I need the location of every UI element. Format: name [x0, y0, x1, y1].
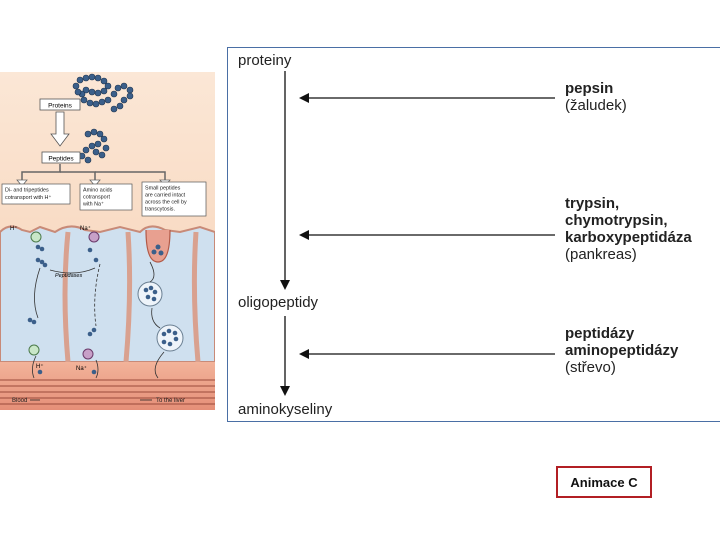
box2-line3: with Na⁺ [82, 202, 104, 208]
enzyme-source: (žaludek) [565, 97, 627, 114]
aminokyseliny-label: aminokyseliny [238, 401, 333, 418]
box3-line4: transcytosis. [145, 207, 175, 213]
na-bottom-label: Na⁺ [76, 365, 87, 372]
box3-line3: across the cell by [145, 200, 187, 206]
box3-line1: Small peptides [145, 186, 181, 192]
proteiny-label: proteiny [238, 52, 292, 69]
enzyme-name: pepsin [565, 80, 614, 97]
protein-absorption-illustration: Proteins Peptides Di- and tripeptides co… [0, 72, 215, 410]
na-top-label: Na⁺ [80, 225, 91, 232]
enzyme-group-strevo: peptidázy aminopeptidázy (střevo) [565, 325, 678, 376]
digestion-scheme-panel: proteiny oligopeptidy aminokyseliny peps… [227, 47, 720, 422]
peptides-label: Peptides [48, 156, 74, 163]
enzyme-name: chymotrypsin, [565, 212, 668, 229]
animation-button[interactable]: Animace C [556, 466, 652, 498]
to-liver-label: To the liver [156, 398, 185, 404]
oligopeptidy-label: oligopeptidy [238, 294, 319, 311]
enzyme-source: (pankreas) [565, 246, 637, 263]
enzyme-source: (střevo) [565, 359, 616, 376]
enzyme-group-pepsin: pepsin (žaludek) [565, 80, 627, 114]
svg-text:Amino acids cotransport: Amino acids cotransport with Na⁺ [82, 188, 114, 208]
peptidases-label: Peptidases [55, 273, 82, 279]
h-top-label: H⁺ [10, 225, 18, 232]
enzyme-group-pankreas: trypsin, chymotrypsin, karboxypeptidáza … [565, 195, 692, 263]
box1-line1: Di- and tripeptides [5, 188, 49, 194]
h-bottom-label: H⁺ [36, 363, 44, 370]
blood-label: Blood [12, 398, 27, 404]
proteins-label: Proteins [48, 103, 73, 110]
enzyme-name: trypsin, [565, 195, 620, 212]
box2-line2: cotransport [83, 195, 110, 201]
svg-text:Di- and tripeptides cotran: Di- and tripeptides cotransport with H⁺ [5, 188, 51, 202]
enzyme-name: aminopeptidázy [565, 342, 679, 359]
scheme-arrows [280, 71, 555, 396]
box1-line2: cotransport with H⁺ [5, 195, 51, 201]
svg-text:Small peptides are carried: Small peptides are carried intact across… [145, 186, 188, 213]
enzyme-name: karboxypeptidáza [565, 229, 692, 246]
box2-line1: Amino acids [83, 188, 113, 194]
enzyme-name: peptidázy [565, 325, 635, 342]
box3-line2: are carried intact [145, 193, 186, 199]
